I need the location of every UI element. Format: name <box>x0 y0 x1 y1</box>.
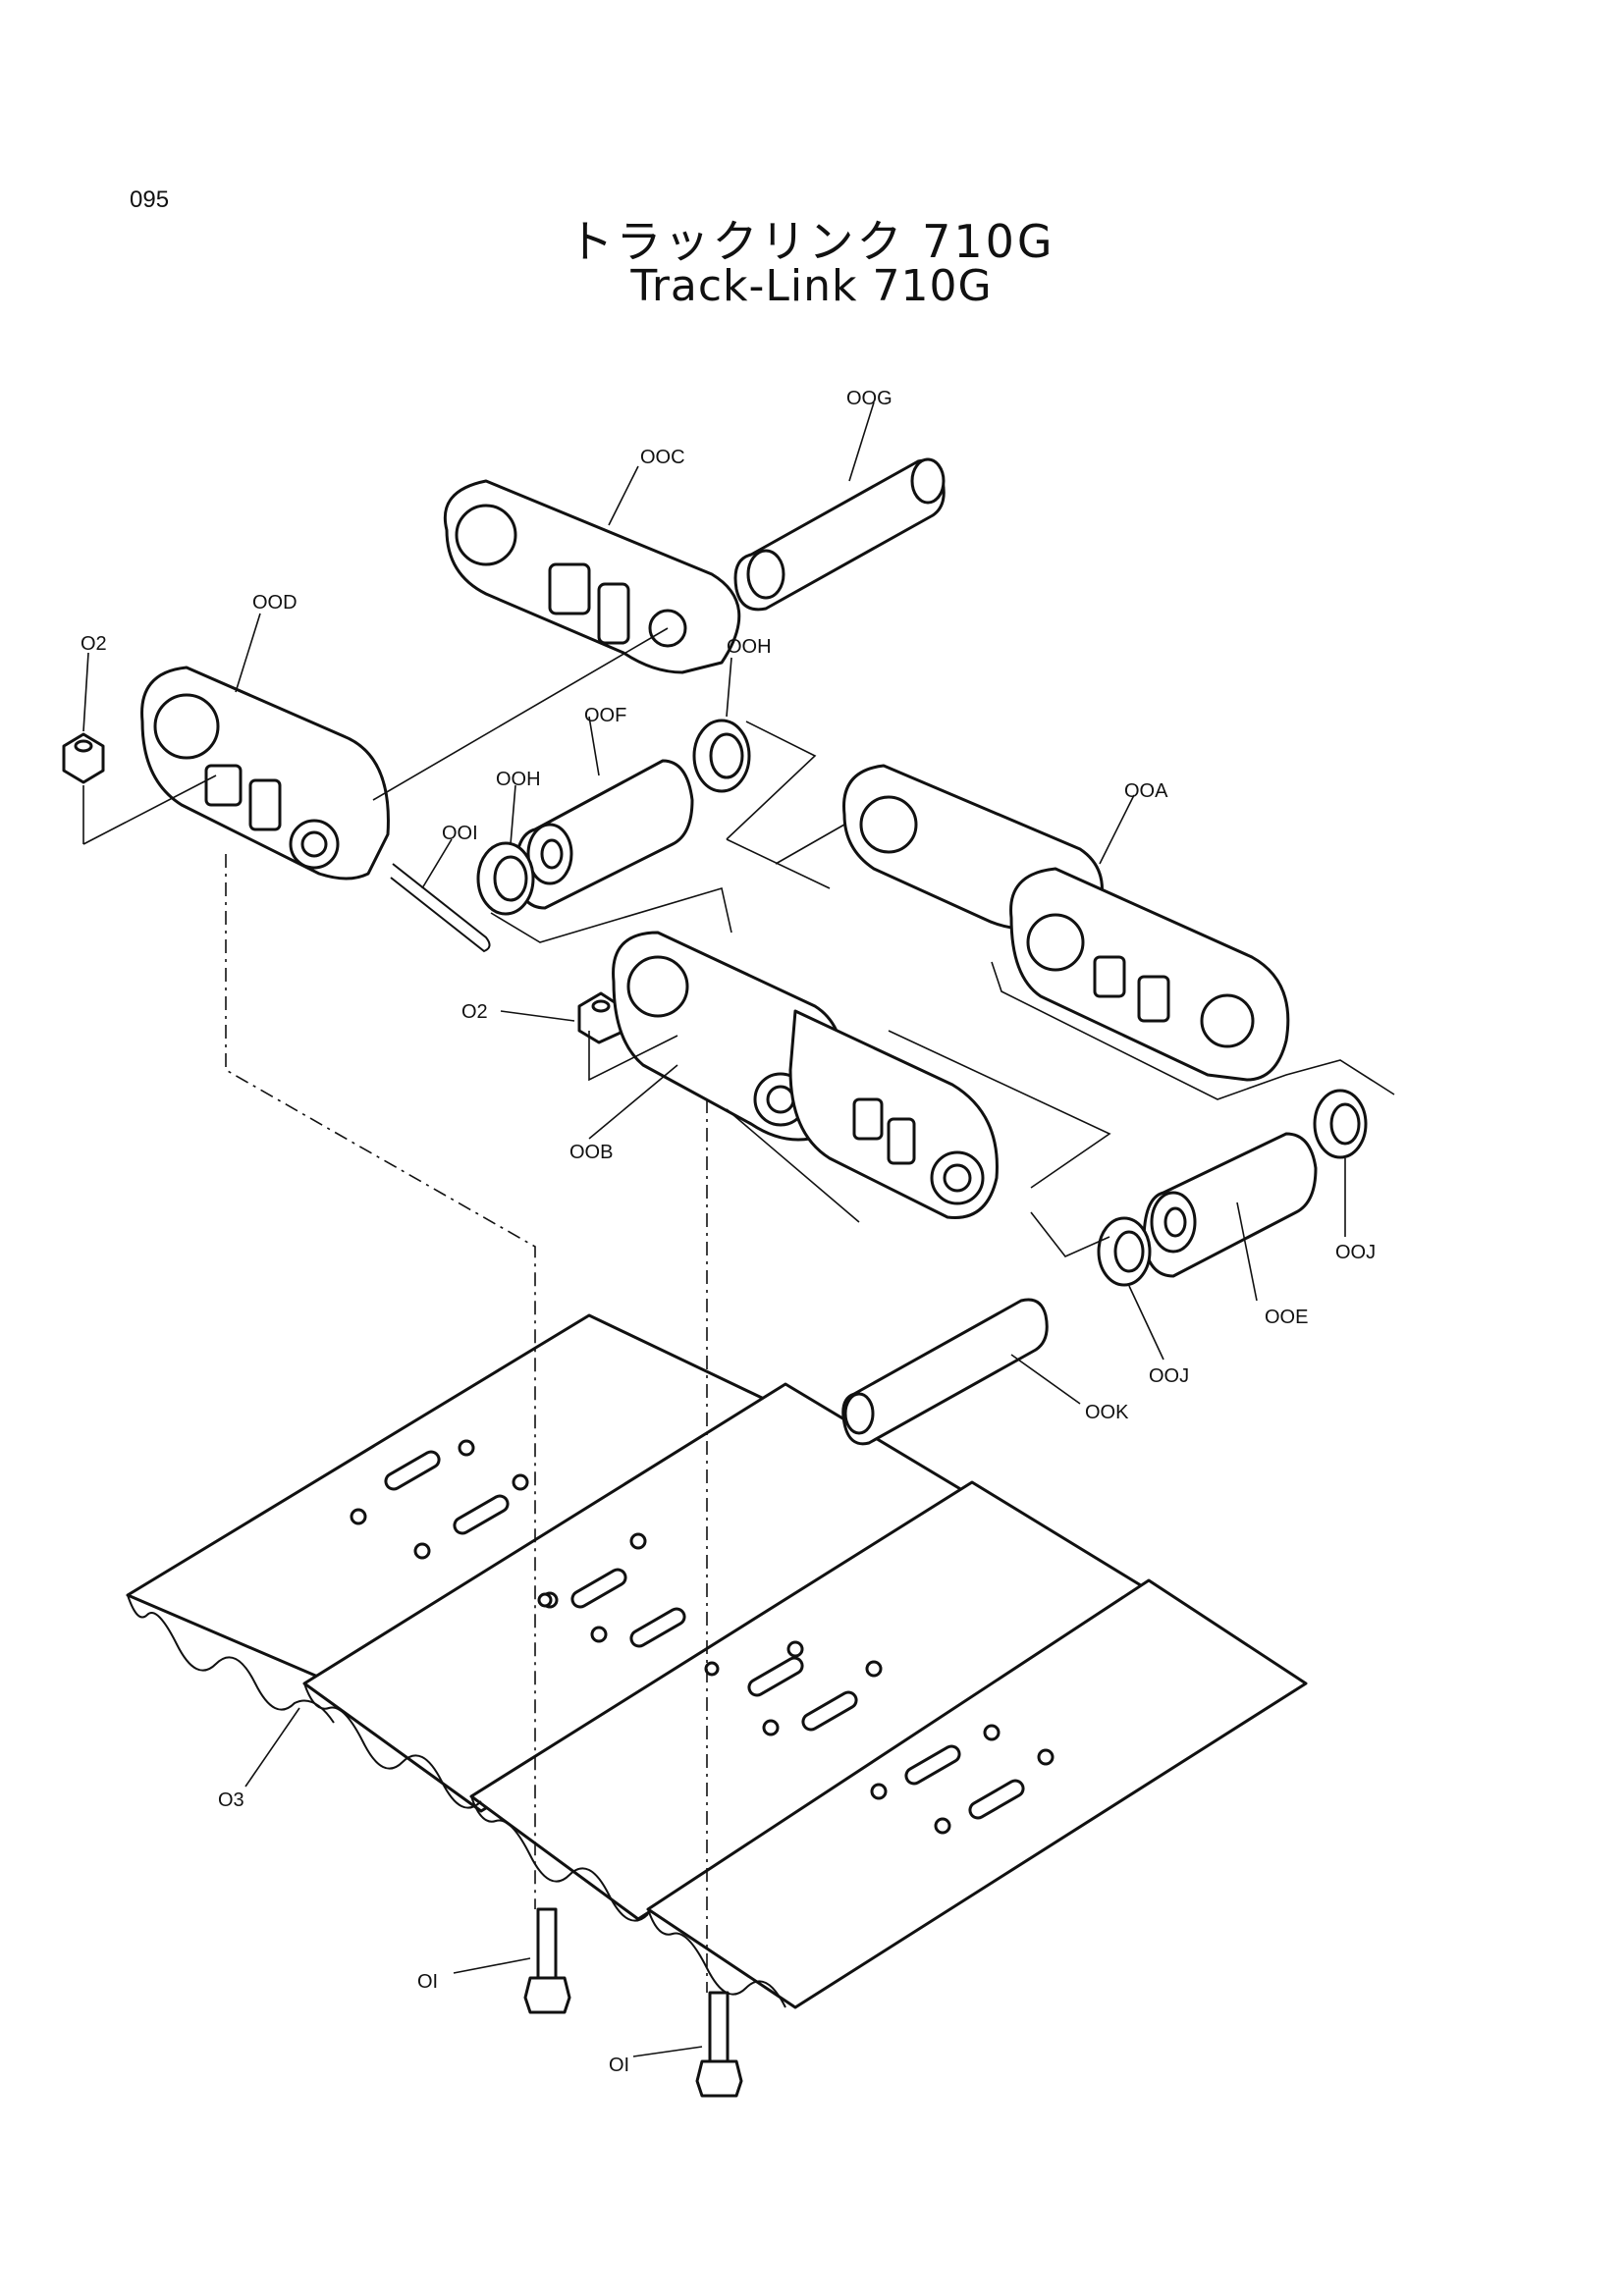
callout-ooe: OOE <box>1265 1307 1308 1328</box>
callout-ooh-right: OOH <box>727 636 772 658</box>
callout-ooh-left: OOH <box>496 769 541 790</box>
seal-ooj-right <box>1313 1089 1368 1159</box>
shoe-slots <box>384 1450 1025 1820</box>
track-link-ood <box>140 666 390 881</box>
callout-ood: OOD <box>252 592 298 614</box>
pin-oog <box>733 457 946 612</box>
track-link-ooc <box>443 479 741 674</box>
callout-o1-right: OI <box>609 2055 629 2076</box>
spring-pin-ooi <box>390 863 491 953</box>
bolt-o1-right <box>695 1991 743 2098</box>
callout-oog: OOG <box>846 388 893 409</box>
track-shoe-4 <box>646 1578 1308 2009</box>
callout-o3: O3 <box>218 1789 244 1811</box>
track-link-ooa <box>842 764 1290 1082</box>
shoe-bolt-holes <box>350 1439 1055 1835</box>
callout-o1-left: OI <box>417 1971 438 1993</box>
bolt-o1-left <box>523 1907 571 2014</box>
grouser-edge-1 <box>127 1594 335 1724</box>
callout-ooj-right: OOJ <box>1335 1242 1376 1263</box>
callout-ooc: OOC <box>640 447 685 468</box>
bushing-ooe <box>1142 1132 1318 1278</box>
grouser-edge-2 <box>303 1682 482 1809</box>
seal-ooh-right <box>692 719 751 793</box>
pin-ook <box>841 1298 1049 1446</box>
callout-ooi: OOI <box>442 823 478 844</box>
bushing-oof <box>514 759 694 910</box>
seal-ooj-left <box>1097 1216 1152 1287</box>
callout-ooa: OOA <box>1124 780 1168 802</box>
diagram-title-japanese: トラックリンク 710G <box>568 215 1055 268</box>
callout-ook: OOK <box>1085 1402 1129 1423</box>
leader-lines <box>82 401 1346 2057</box>
track-link-oob <box>612 931 999 1219</box>
page-number: 095 <box>130 187 170 213</box>
callout-labels: OOC OOG OOD O2 OOH OOF OOH OOI OOA O2 OO… <box>81 388 1376 2076</box>
callout-ooj-left: OOJ <box>1149 1365 1189 1387</box>
diagram-title-english: Track-Link 710G <box>630 261 993 311</box>
grouser-edge-4 <box>647 1908 786 2008</box>
assembly-centerlines <box>82 627 1395 1993</box>
grouser-edge-3 <box>470 1795 649 1922</box>
seal-ooh-left <box>476 841 535 916</box>
callout-o2-top: O2 <box>81 633 107 655</box>
nut-o2-top <box>62 732 105 784</box>
callout-oob: OOB <box>569 1142 613 1163</box>
callout-o2-middle: O2 <box>461 1001 488 1023</box>
callout-oof: OOF <box>584 705 626 726</box>
track-shoe-assembly <box>126 1313 1308 2009</box>
